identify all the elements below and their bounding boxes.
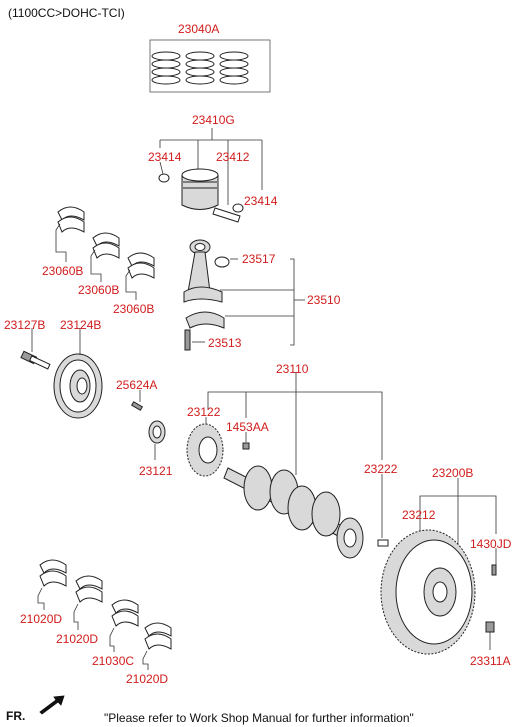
part-number-23200b[interactable]: 23200B xyxy=(432,466,474,480)
part-number-1453aa[interactable]: 1453AA xyxy=(226,420,269,434)
part-number-23517[interactable]: 23517 xyxy=(242,252,276,266)
crankshaft-leaders xyxy=(205,372,383,538)
part-number-23124b[interactable]: 23124B xyxy=(60,318,102,332)
part-number-23311a[interactable]: 23311A xyxy=(470,654,511,668)
main-bearing-illustrations xyxy=(39,559,172,650)
part-number-23513[interactable]: 23513 xyxy=(208,336,242,350)
workshop-manual-note: "Please refer to Work Shop Manual for fu… xyxy=(104,711,414,725)
conrod-bearing-illustrations xyxy=(57,206,155,279)
key-seal-illustration xyxy=(130,401,166,444)
part-number-23040a[interactable]: 23040A xyxy=(178,22,220,36)
part-number-1430jd[interactable]: 1430JD xyxy=(470,537,512,551)
flywheel-illustration xyxy=(380,529,497,655)
conrod-bearing-leaders xyxy=(55,223,137,300)
part-number-21020d-c[interactable]: 21020D xyxy=(126,672,169,686)
part-number-21020d-a[interactable]: 21020D xyxy=(20,612,63,626)
conrod-illustration xyxy=(183,239,230,351)
pulley-illustration xyxy=(20,350,103,419)
main-bearing-leaders xyxy=(37,587,149,670)
engine-spec-label: (1100CC>DOHC-TCI) xyxy=(8,6,125,20)
part-number-23122[interactable]: 23122 xyxy=(187,405,221,419)
piston-illustration xyxy=(158,168,244,223)
front-direction-arrow-icon xyxy=(39,695,65,715)
part-number-23121[interactable]: 23121 xyxy=(139,464,173,478)
piston-rings-illustration xyxy=(149,39,271,93)
part-number-23510[interactable]: 23510 xyxy=(307,293,341,307)
part-number-23412[interactable]: 23412 xyxy=(216,150,250,164)
part-number-23060b-a[interactable]: 23060B xyxy=(42,264,84,278)
pulley-leaders xyxy=(31,328,81,355)
part-number-23060b-c[interactable]: 23060B xyxy=(113,302,155,316)
part-number-23410g[interactable]: 23410G xyxy=(192,113,235,127)
part-number-23127b[interactable]: 23127B xyxy=(4,318,46,332)
sprocket-illustration xyxy=(186,423,250,477)
part-number-23222[interactable]: 23222 xyxy=(364,462,398,476)
part-number-23110[interactable]: 23110 xyxy=(276,362,309,376)
part-number-25624a[interactable]: 25624A xyxy=(116,378,158,392)
part-number-21030c[interactable]: 21030C xyxy=(92,654,135,668)
part-number-21020d-b[interactable]: 21020D xyxy=(56,632,99,646)
crankshaft-illustration xyxy=(223,465,389,559)
flywheel-leaders xyxy=(419,478,497,650)
part-number-23414-left[interactable]: 23414 xyxy=(148,150,182,164)
front-direction-label: FR. xyxy=(6,709,26,723)
part-number-23212[interactable]: 23212 xyxy=(402,508,436,522)
part-number-23060b-b[interactable]: 23060B xyxy=(78,283,120,297)
part-number-23414-right[interactable]: 23414 xyxy=(244,194,278,208)
conrod-leaders xyxy=(192,258,305,346)
key-seal-leaders xyxy=(139,390,156,460)
